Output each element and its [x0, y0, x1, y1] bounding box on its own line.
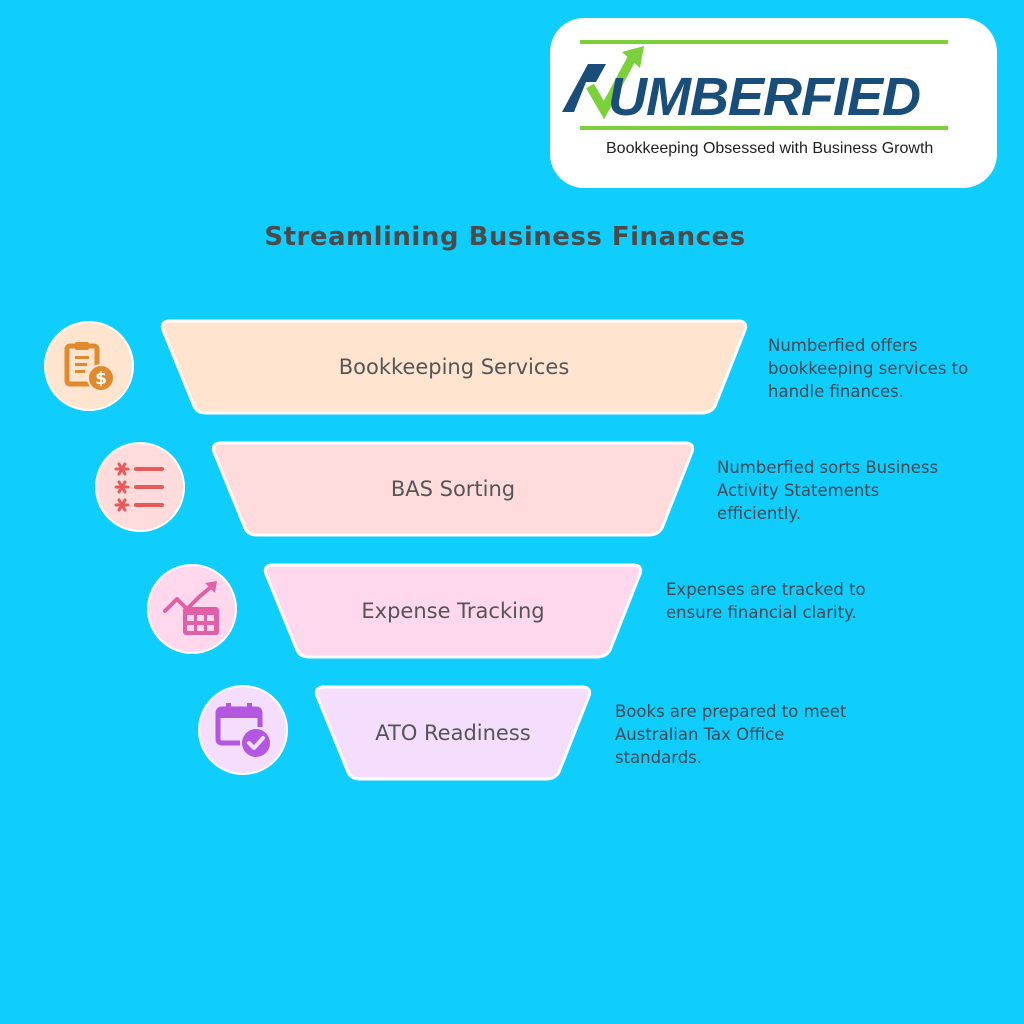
stage-description: Expenses are tracked to ensure financial… — [666, 580, 866, 622]
stage-description: Books are prepared to meet Australian Ta… — [615, 702, 847, 767]
calendar-check-icon — [215, 703, 270, 757]
asterisk-list-icon — [114, 462, 164, 512]
logo-card: UMBERFIED Bookkeeping Obsessed with Busi… — [550, 18, 997, 188]
svg-text:$: $ — [95, 369, 107, 389]
logo-arrow-icon — [562, 46, 644, 120]
funnel-shape-ato — [314, 685, 592, 781]
clipboard-dollar-icon: $ — [64, 342, 115, 392]
funnel-shape-expense — [263, 563, 643, 659]
stage-icon-badge — [147, 564, 237, 654]
funnel-shape-bas — [211, 441, 695, 537]
stage-icon-badge: $ — [44, 321, 134, 411]
logo-wordmark-text: UMBERFIED — [608, 67, 921, 127]
logo-tagline: Bookkeeping Obsessed with Business Growt… — [606, 140, 934, 157]
funnel-shape-bookkeeping — [160, 319, 748, 415]
stage-label: Bookkeeping Services — [338, 355, 570, 379]
stage-description: Numberfied offers bookkeeping services t… — [768, 336, 969, 401]
stage-icon-badge — [95, 442, 185, 532]
logo-wordmark: UMBERFIED — [564, 66, 921, 128]
logo-bottom-line — [580, 126, 948, 130]
stage-icon-badge — [198, 685, 288, 775]
stage-label: Expense Tracking — [361, 599, 545, 623]
stage-description: Numberfied sorts Business Activity State… — [717, 458, 939, 523]
logo-top-line — [580, 40, 948, 44]
page-title: Streamlining Business Finances — [264, 222, 746, 252]
chart-table-icon — [163, 581, 219, 635]
stage-label: BAS Sorting — [390, 477, 516, 501]
stage-label: ATO Readiness — [375, 721, 531, 745]
